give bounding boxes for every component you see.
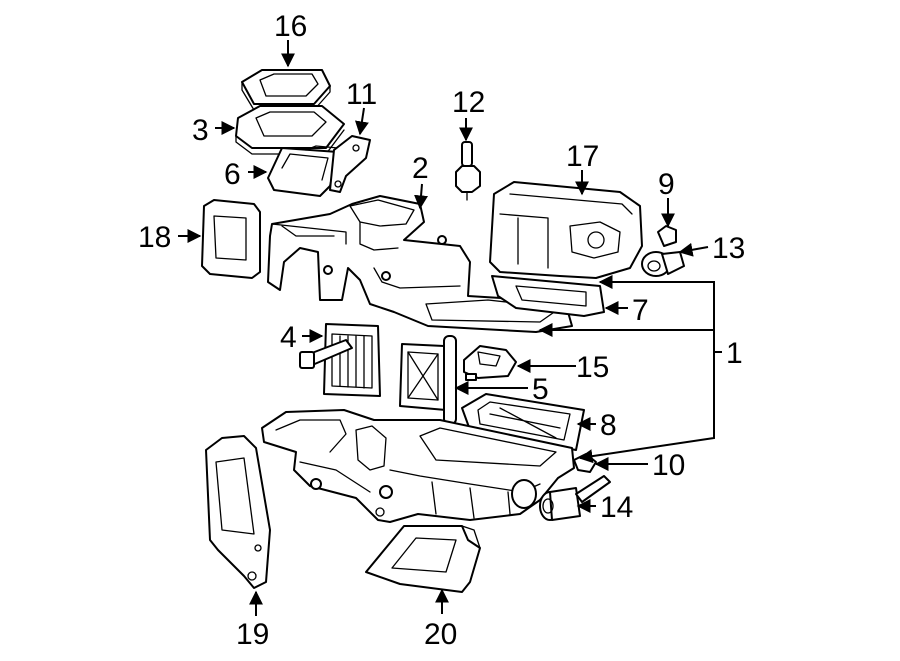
callout-11: 11 <box>346 78 377 111</box>
part-20-floor-duct <box>365 525 481 593</box>
callout-1: 1 <box>726 337 743 370</box>
part-9-fitting <box>657 225 677 247</box>
part-12-actuator <box>455 141 481 201</box>
callout-13: 13 <box>712 232 745 265</box>
part-3-adapter <box>235 105 345 155</box>
callout-15: 15 <box>576 351 609 384</box>
callout-3: 3 <box>192 114 209 147</box>
callout-6: 6 <box>224 158 241 191</box>
part-11-link <box>329 135 371 193</box>
callout-7: 7 <box>632 294 649 327</box>
callout-4: 4 <box>280 321 297 354</box>
part-16-seal <box>241 69 331 111</box>
callout-labels: 16 3 11 6 12 2 17 9 13 18 7 4 1 15 5 8 1… <box>138 10 745 651</box>
callout-17: 17 <box>566 140 599 173</box>
part-4-heater-core <box>299 323 381 397</box>
callout-10: 10 <box>652 449 685 482</box>
part-17-blower-housing <box>489 181 643 279</box>
part-2-upper-case <box>267 195 573 333</box>
part-19-gasket <box>205 435 271 589</box>
part-5-filter <box>399 335 457 425</box>
part-18-seal <box>201 199 261 279</box>
callout-12: 12 <box>452 86 485 119</box>
callout-2: 2 <box>412 152 429 185</box>
callout-9: 9 <box>658 168 675 201</box>
part-13-motor <box>641 251 685 277</box>
callout-18: 18 <box>138 221 171 254</box>
callout-16: 16 <box>274 10 307 43</box>
part-14-blower-motor <box>539 475 611 521</box>
leader-lines <box>178 40 722 616</box>
part-15-module <box>463 345 517 381</box>
callout-5: 5 <box>532 373 549 406</box>
part-1-lower-case <box>261 409 575 523</box>
callout-20: 20 <box>424 618 457 651</box>
callout-14: 14 <box>600 491 633 524</box>
callout-19: 19 <box>236 618 269 651</box>
callout-8: 8 <box>600 409 617 442</box>
